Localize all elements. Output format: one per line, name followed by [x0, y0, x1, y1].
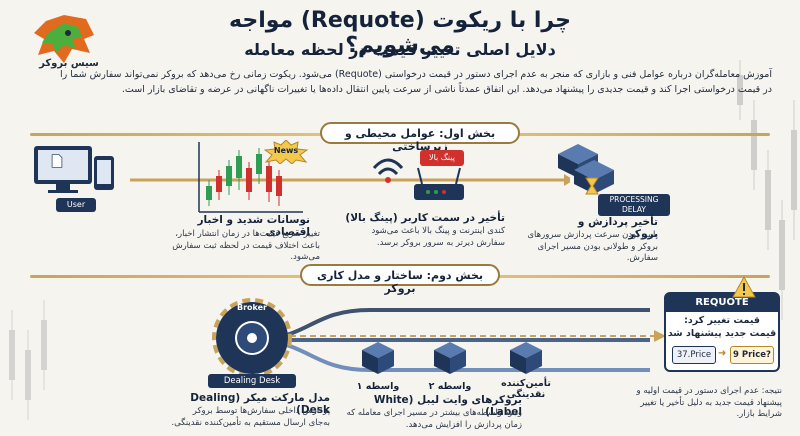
volatility-candle-chart	[198, 142, 303, 213]
intermediary-2-server-icon	[434, 342, 466, 374]
requote-old-price: 37.Price	[672, 346, 716, 364]
server-stack-icon	[558, 144, 614, 194]
dealing-desk-label: Dealing Desk	[208, 374, 296, 388]
requote-card: REQUOTE قیمت تغییر کرد: قیمت جدید پیشنها…	[664, 292, 780, 372]
intermediary-1-label: واسطه ۱	[356, 381, 400, 392]
page-subtitle: دلایل اصلی تغییر قیمت در لحظه معامله	[244, 40, 556, 59]
order-document-icon	[40, 146, 120, 168]
hourglass-icon	[585, 177, 599, 195]
warning-triangle-icon	[732, 276, 756, 298]
requote-note: نتیجه: عدم اجرای دستور در قیمت اولیه و پ…	[636, 386, 782, 419]
high-ping-badge: پینگ بالا	[420, 150, 464, 166]
white-label-desc: وجود واسطه‌های بیشتر در مسیر اجرای معامل…	[346, 408, 522, 430]
ping-title: تأخیر در سمت کاربر (پینگ بالا)	[345, 212, 505, 224]
intermediary-1-server-icon	[362, 342, 394, 374]
dealing-desk-gear-icon	[212, 298, 292, 378]
brand-logo-icon	[34, 15, 94, 63]
processing-title: تأخیر پردازش و بروکر	[577, 216, 658, 240]
liquidity-provider-label: تأمین‌کننده نقدینگی	[501, 378, 551, 400]
intro-paragraph: آموزش معامله‌گران درباره عوامل فنی و باز…	[60, 69, 772, 95]
page-title: چرا با ریکوت (Requote) مواجه می‌شویم؟	[229, 8, 571, 58]
market-maker-desc: پردازش داخلی سفارش‌ها توسط بروکر به‌جای …	[171, 406, 330, 428]
volatility-desc: تغییر سریع قیمت‌ها در زمان انتشار اخبار،…	[172, 229, 320, 262]
logo-text: سیس بروکر	[39, 58, 99, 69]
processing-delay-badge: PROCESSING DELAY	[598, 194, 670, 216]
market-maker-title: مدل مارکت میکر (Dealing Desk)	[190, 392, 330, 416]
section2-title: بخش دوم: ساختار و مدل کاری بروکر	[300, 264, 500, 295]
section1-flow-line	[130, 174, 570, 186]
requote-new-price: 9 Price?	[730, 346, 774, 364]
requote-header: REQUOTE	[666, 294, 778, 312]
news-label: News	[273, 146, 299, 155]
broker-label: Broker	[236, 303, 267, 312]
decorative-candles-left	[9, 300, 47, 420]
user-computer-icon	[34, 146, 114, 193]
decorative-candles	[737, 60, 797, 320]
white-label-title: بروکرهای وایت لیبل (White Label)	[373, 394, 522, 418]
liquidity-provider-server-icon	[510, 342, 542, 374]
intermediary-2-label: واسطه ۲	[428, 381, 472, 392]
news-burst-icon	[264, 140, 308, 164]
section1-title: بخش اول: عوامل محیطی و زیرساختی	[320, 122, 520, 153]
arrow-right-icon: ➜	[718, 348, 727, 359]
requote-line1: قیمت تغییر کرد:	[684, 315, 760, 326]
router-wifi-icon	[372, 158, 464, 200]
user-label: User	[56, 198, 96, 212]
processing-desc: پایین بودن سرعت پردازش سرورهای بروکر و ط…	[527, 230, 658, 263]
volatility-title: نوسانات شدید و اخبار اقتصادی	[197, 214, 310, 238]
requote-line2: قیمت جدید پیشنهاد شد	[667, 328, 777, 339]
ping-desc: کندی اینترنت و پینگ بالا باعث می‌شود سفا…	[371, 226, 505, 248]
